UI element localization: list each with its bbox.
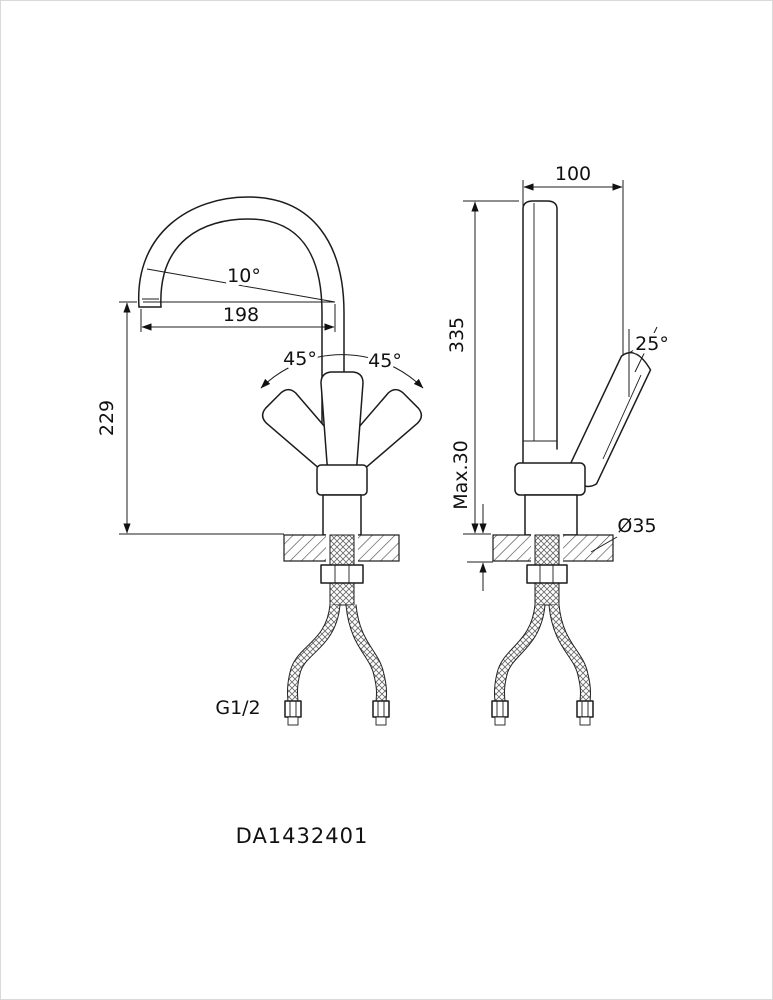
lever-angle-annotation: 25° [628,326,672,397]
handle-swing-fan: 45° 45° [260,345,424,478]
max-deck-thickness-dimension: Max.30 [447,437,493,591]
dim-height-335: 335 [446,317,468,353]
spout-angle-annotation: 10° [143,262,336,303]
top-width-dimension: 100 [522,160,624,359]
spout-height-dimension: 229 [96,301,284,535]
dim-max-thickness: Max.30 [450,440,472,510]
hose-fitting [576,700,594,726]
thread-size-label: G1/2 [215,697,260,719]
faucet-base-front [514,462,586,536]
dim-swing-right-45: 45° [368,350,402,372]
dim-angle-10: 10° [227,265,261,287]
dim-height-229: 229 [96,400,118,436]
overall-height-dimension: 335 [443,200,519,535]
spout-outline [138,196,345,392]
model-number: DA1432401 [236,824,369,848]
hose-fitting [372,700,390,726]
supply-hoses-side [284,604,390,726]
threaded-shank-front [526,534,568,606]
supply-hoses-front [491,604,594,726]
hole-diameter-annotation: Ø35 [590,512,660,553]
front-view: 100 25° 33 [443,160,672,726]
spout-reach-dimension: 198 [140,301,336,332]
dim-top-width-100: 100 [555,163,591,185]
faucet-base-side [316,464,368,536]
faucet-body-front [522,200,558,464]
side-view: 10° 198 229 45° 45° [96,196,424,726]
hose-fitting [491,700,509,726]
dim-hole-diameter: Ø35 [617,515,656,537]
threaded-shank-side [320,534,364,606]
dim-reach-198: 198 [223,304,259,326]
dim-swing-left-45: 45° [283,348,317,370]
dim-lever-angle-25: 25° [635,333,669,355]
hose-fitting [284,700,302,726]
